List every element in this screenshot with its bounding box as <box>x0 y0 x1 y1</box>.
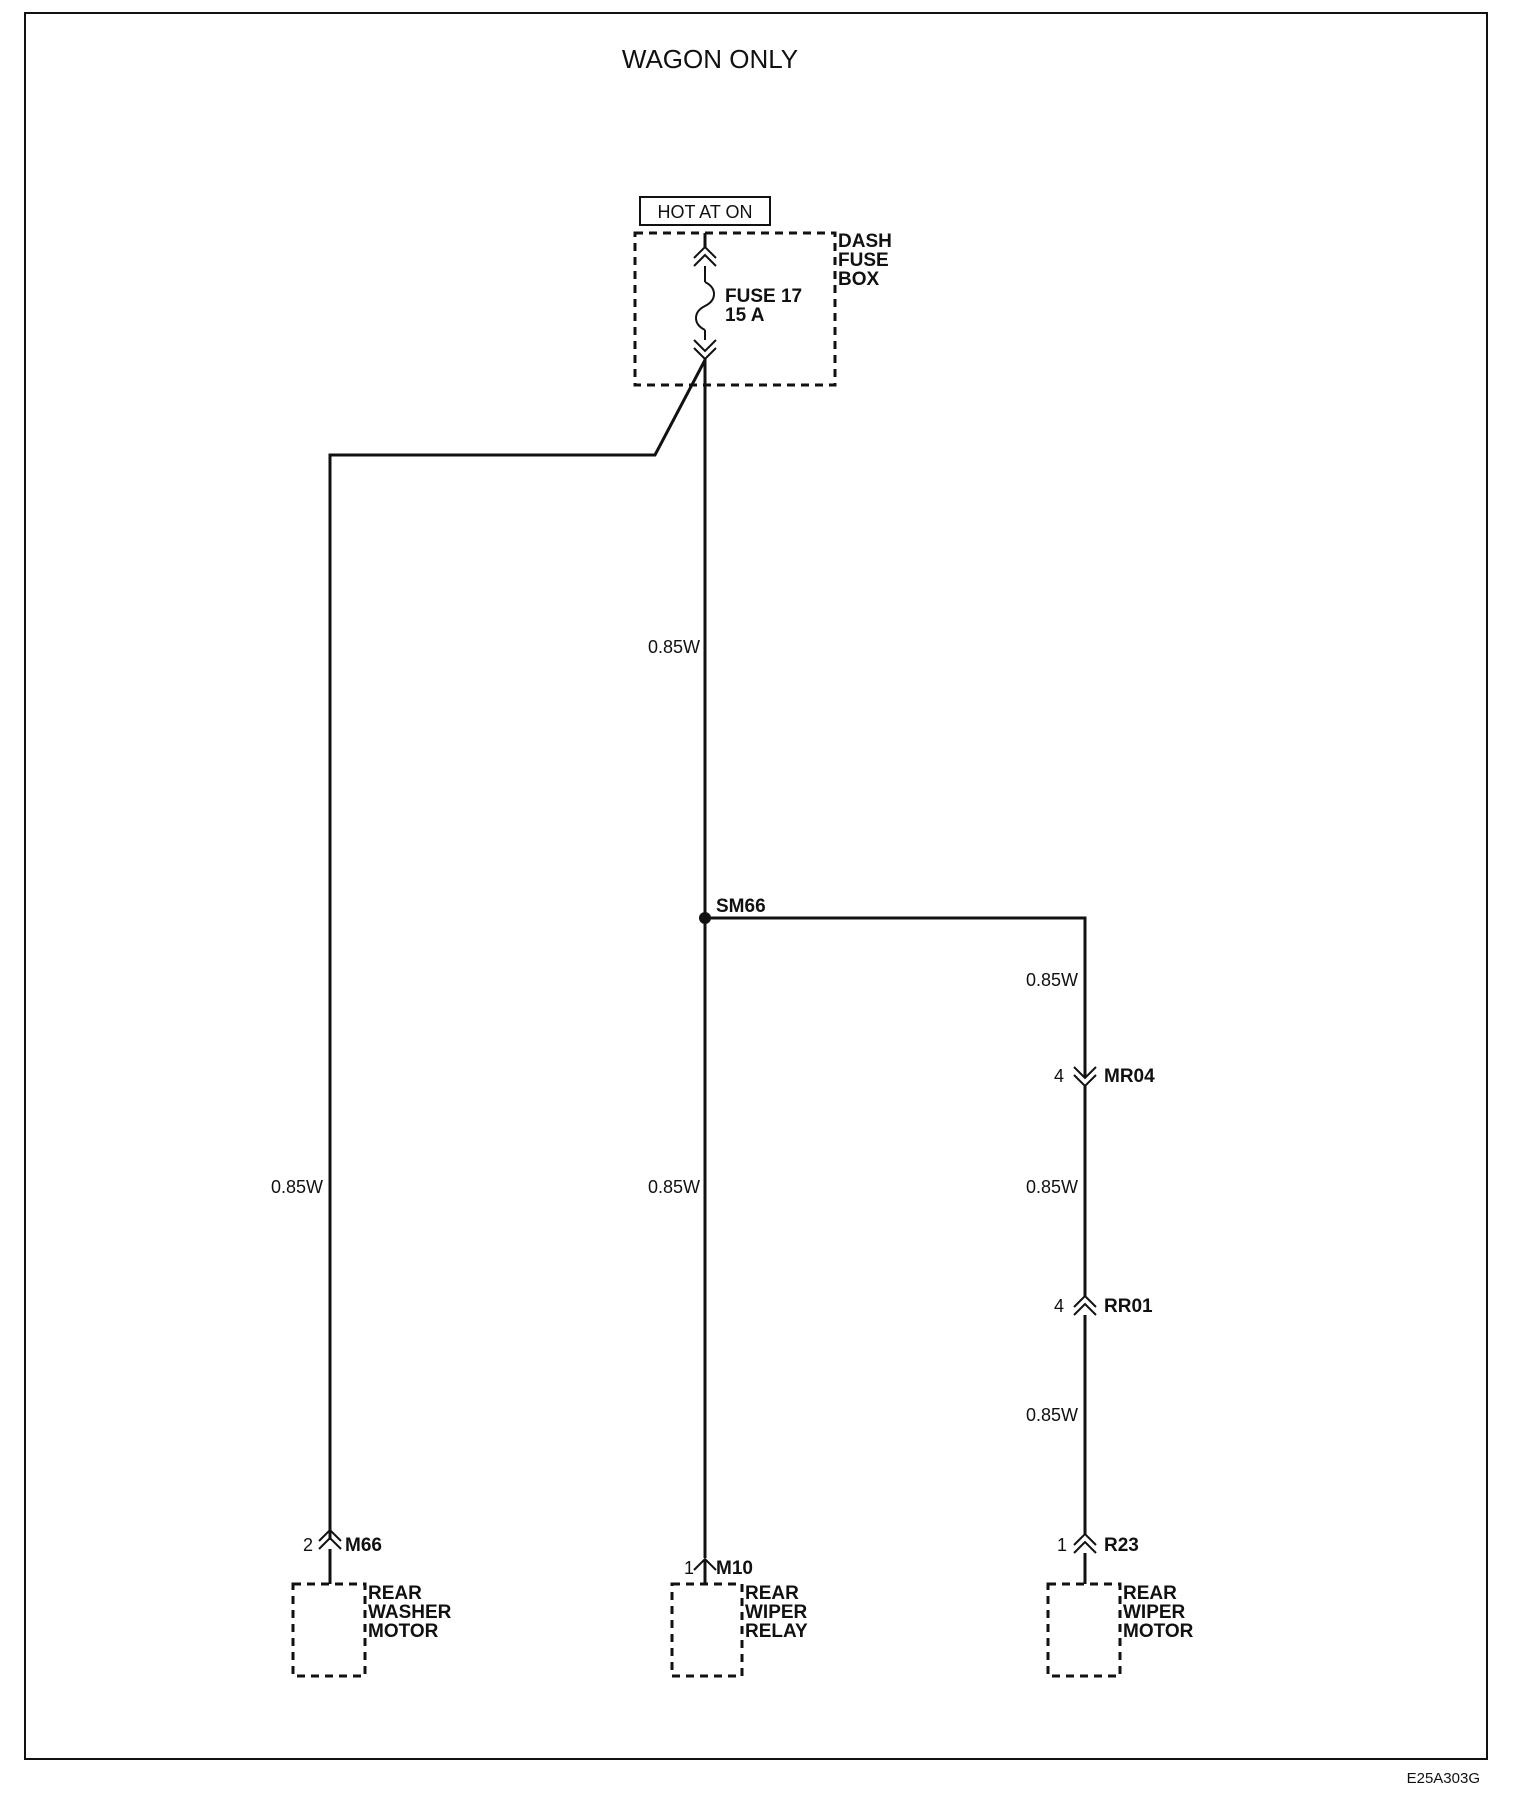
connector-mr04: 4 MR04 <box>1054 1066 1155 1088</box>
wiper-relay-label-3: RELAY <box>745 1621 808 1642</box>
fuse-17: FUSE 17 15 A <box>693 233 802 361</box>
connector-m66: 2 M66 <box>303 1528 382 1556</box>
wire-label-washer: 0.85W <box>271 1177 323 1197</box>
wiper-relay-label-1: REAR <box>745 1583 799 1604</box>
wiper-motor-label-2: WIPER <box>1123 1602 1186 1623</box>
figure-code: E25A303G <box>1407 1770 1480 1787</box>
washer-motor-label-2: WASHER <box>368 1602 452 1623</box>
connector-m10-id: M10 <box>716 1558 753 1579</box>
power-source: HOT AT ON <box>639 196 771 226</box>
power-source-label: HOT AT ON <box>657 202 752 222</box>
wire-label-right-1: 0.85W <box>1026 970 1078 990</box>
connector-m66-pin: 2 <box>303 1535 313 1555</box>
connector-mr04-id: MR04 <box>1104 1066 1155 1087</box>
connector-r23: 1 R23 <box>1057 1532 1139 1556</box>
connector-rr01: 4 RR01 <box>1054 1294 1153 1317</box>
connector-m10: 1 M10 <box>684 1557 753 1579</box>
wire-label-main-lower: 0.85W <box>648 1177 700 1197</box>
component-rear-wiper-relay: REAR WIPER RELAY <box>670 1582 808 1678</box>
component-rear-wiper-motor: REAR WIPER MOTOR <box>1046 1582 1194 1678</box>
fuse-box-label-1: DASH <box>838 231 892 252</box>
fuse-label-2: 15 A <box>725 305 765 326</box>
wire-washer <box>328 359 707 1540</box>
fuse-box-label-3: BOX <box>838 269 880 290</box>
wiper-motor-label-3: MOTOR <box>1123 1621 1194 1642</box>
connector-mr04-pin: 4 <box>1054 1066 1064 1086</box>
connector-r23-id: R23 <box>1104 1535 1139 1556</box>
diagram-frame <box>24 12 1488 1760</box>
component-rear-washer-motor: REAR WASHER MOTOR <box>291 1582 452 1678</box>
fuse-box-label-2: FUSE <box>838 250 889 271</box>
wire-label-main-upper: 0.85W <box>648 637 700 657</box>
connector-rr01-pin: 4 <box>1054 1296 1064 1316</box>
wiper-motor-label-1: REAR <box>1123 1583 1177 1604</box>
wire-right-branch <box>705 916 1087 1077</box>
fuse-label-1: FUSE 17 <box>725 286 802 307</box>
connector-m10-pin: 1 <box>684 1558 694 1578</box>
diagram-title: WAGON ONLY <box>622 44 798 74</box>
washer-motor-label-3: MOTOR <box>368 1621 439 1642</box>
dash-fuse-box: DASH FUSE BOX <box>633 231 892 387</box>
wire-label-right-3: 0.85W <box>1026 1405 1078 1425</box>
connector-r23-pin: 1 <box>1057 1535 1067 1555</box>
wire-label-right-2: 0.85W <box>1026 1177 1078 1197</box>
connector-m66-id: M66 <box>345 1535 382 1556</box>
connector-rr01-id: RR01 <box>1104 1296 1153 1317</box>
washer-motor-label-1: REAR <box>368 1583 422 1604</box>
splice-label: SM66 <box>716 896 766 917</box>
wiper-relay-label-2: WIPER <box>745 1602 808 1623</box>
